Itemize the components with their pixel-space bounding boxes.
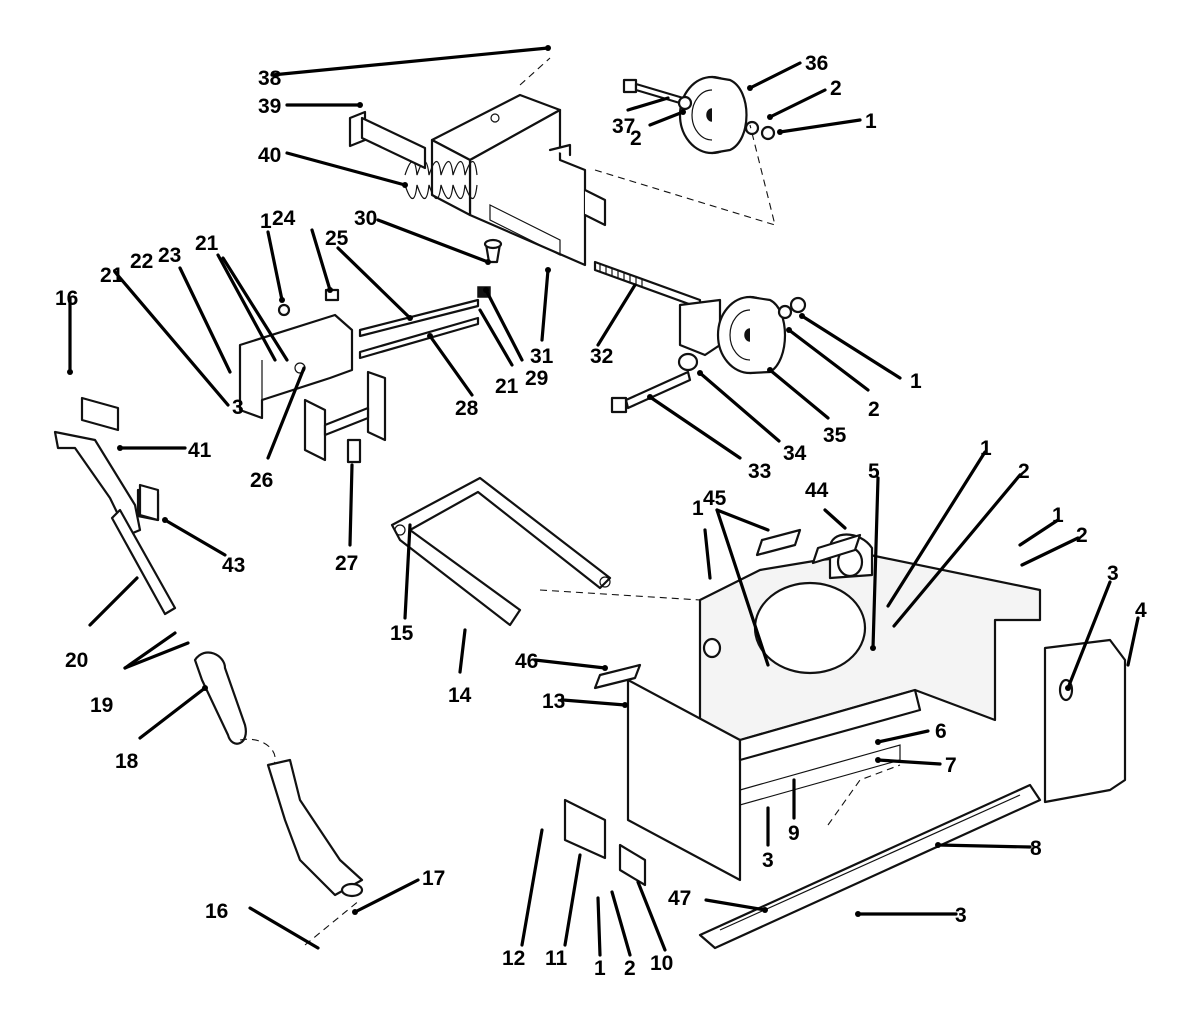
callout-33: 33 [748,460,771,483]
callout-3: 3 [1107,562,1119,585]
callout-21: 21 [100,264,124,287]
callout-numbers: 38 39 40 37 2 36 2 1 30 31 32 1 24 25 21… [55,52,1147,980]
skid-plate-part [563,798,647,887]
callout-25: 25 [325,227,349,250]
callout-40: 40 [258,144,281,167]
idler-bracket-part [430,93,607,267]
scraper-blade-part [698,783,1042,950]
callout-7: 7 [945,754,957,777]
callout-2: 2 [624,957,636,980]
callout-14: 14 [448,684,472,707]
decal-part [138,483,862,690]
callout-37: 37 [612,115,635,138]
callout-1: 1 [1052,504,1064,527]
pulley-upper-part [622,75,776,155]
callout-1: 1 [260,210,272,233]
callout-21: 21 [495,375,519,398]
callout-29: 29 [525,367,548,390]
callout-1: 1 [594,957,606,980]
callout-46: 46 [515,650,538,673]
callout-1: 1 [910,370,922,393]
callout-17: 17 [422,867,445,890]
callout-41: 41 [188,439,212,462]
callout-28: 28 [455,397,479,420]
callout-24: 24 [272,207,296,230]
handle-part [348,110,427,170]
callout-39: 39 [258,95,281,118]
callout-8: 8 [1030,837,1042,860]
callout-47: 47 [668,887,691,910]
callout-31: 31 [530,345,554,368]
callout-26: 26 [250,469,273,492]
callout-27: 27 [335,552,358,575]
pin-part [483,238,503,264]
callout-35: 35 [823,424,847,447]
callout-22: 22 [130,250,153,273]
callout-13: 13 [542,690,565,713]
callout-3: 3 [232,396,244,419]
callout-6: 6 [935,720,947,743]
yoke-part [303,370,387,464]
spring-part [404,160,478,200]
callout-2: 2 [1076,524,1088,547]
callout-19: 19 [90,694,113,717]
callout-10: 10 [650,952,673,975]
callout-15: 15 [390,622,414,645]
callout-5: 5 [868,460,880,483]
callout-2: 2 [868,398,880,421]
callout-3: 3 [955,904,967,927]
left-bracket-part [238,288,354,420]
callout-4: 4 [1135,599,1147,622]
callout-2: 2 [630,127,642,150]
callout-11: 11 [545,947,568,970]
callout-1: 1 [980,437,992,460]
callout-20: 20 [65,649,88,672]
callout-9: 9 [788,822,800,845]
callout-2: 2 [1018,460,1030,483]
leader-lines [68,46,1140,957]
auger-housing-part [626,533,1042,882]
leader-dots [67,45,1071,917]
callout-44: 44 [805,479,829,502]
yoke-frame-part [390,476,612,627]
callout-30: 30 [354,207,377,230]
callout-12: 12 [502,947,525,970]
threaded-rod-part [593,260,702,310]
callout-43: 43 [222,554,245,577]
callout-45: 45 [703,487,727,510]
callout-18: 18 [115,750,139,773]
tube-part [193,651,364,898]
callout-32: 32 [590,345,613,368]
side-panel-part [1043,638,1127,804]
callout-1: 1 [692,497,704,520]
callout-38: 38 [258,67,282,90]
callout-36: 36 [805,52,828,75]
callout-2: 2 [830,77,842,100]
callout-16: 16 [205,900,228,923]
callout-1: 1 [865,110,877,133]
callout-3: 3 [762,849,774,872]
callout-34: 34 [783,442,807,465]
rod-part [358,286,491,360]
callout-21: 21 [195,232,219,255]
callout-23: 23 [158,244,181,267]
callout-16: 16 [55,287,78,310]
pulley-lower-part [610,295,807,414]
